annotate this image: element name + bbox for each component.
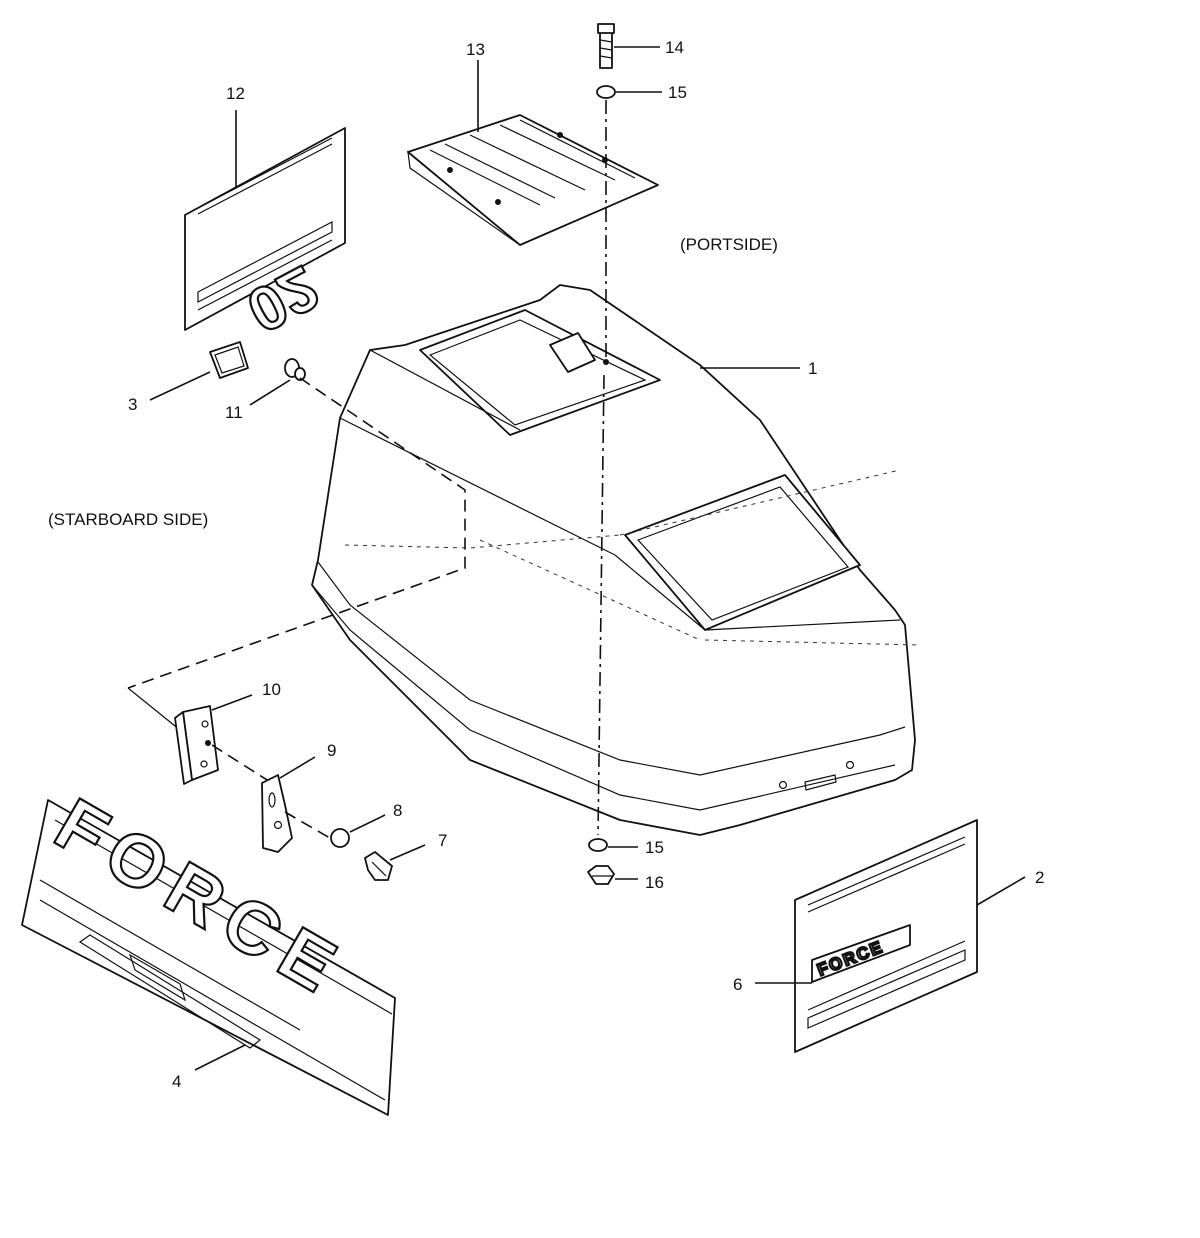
callout-4: 4	[172, 1072, 181, 1091]
callout-2: 2	[1035, 868, 1044, 887]
callout-12: 12	[226, 84, 245, 103]
callout-8: 8	[393, 801, 402, 820]
leader-2	[976, 876, 1026, 906]
part-13-top-cover	[407, 114, 659, 246]
assembly-line-bracket	[211, 744, 276, 786]
assembly-line-latch	[127, 377, 466, 689]
callout-16: 16	[645, 873, 664, 892]
part-14-bolt	[597, 23, 615, 69]
callout-14: 14	[665, 38, 684, 57]
part-3-pad	[209, 341, 249, 379]
callout-7: 7	[438, 831, 447, 850]
leader-8	[349, 814, 386, 833]
starboard-side-label: (STARBOARD SIDE)	[48, 510, 208, 529]
leader-10	[211, 694, 253, 711]
callout-15-bottom: 15	[645, 838, 664, 857]
leader-11	[249, 379, 291, 406]
leader-9	[279, 756, 316, 779]
part-12-model-decal: 02	[184, 127, 346, 347]
portside-label: (PORTSIDE)	[680, 235, 778, 254]
callout-15-top: 15	[668, 83, 687, 102]
part-1-top-cowl	[311, 284, 921, 836]
callout-1: 1	[808, 359, 817, 378]
part-16-nut	[587, 865, 615, 885]
callout-11: 11	[225, 403, 243, 422]
part-9-latch-plate	[261, 774, 293, 853]
assembly-line-plate	[284, 811, 331, 839]
part-8-washer	[330, 828, 350, 848]
callout-10: 10	[262, 680, 281, 699]
part-7-screw	[364, 851, 393, 881]
part-15-washer-top	[596, 85, 616, 99]
part-11-grommet	[284, 358, 306, 381]
callout-3: 3	[128, 395, 137, 414]
part-10-latch-bracket	[174, 705, 219, 785]
leader-4	[194, 1044, 246, 1071]
callout-6: 6	[733, 975, 742, 994]
leader-3	[149, 371, 211, 401]
leader-7	[389, 844, 426, 861]
part-2-side-decal: FORCE	[794, 819, 978, 1053]
callout-9: 9	[327, 741, 336, 760]
callout-13: 13	[466, 40, 485, 59]
assembly-line-bottom	[597, 374, 605, 836]
part-15-washer-bottom	[588, 838, 608, 852]
